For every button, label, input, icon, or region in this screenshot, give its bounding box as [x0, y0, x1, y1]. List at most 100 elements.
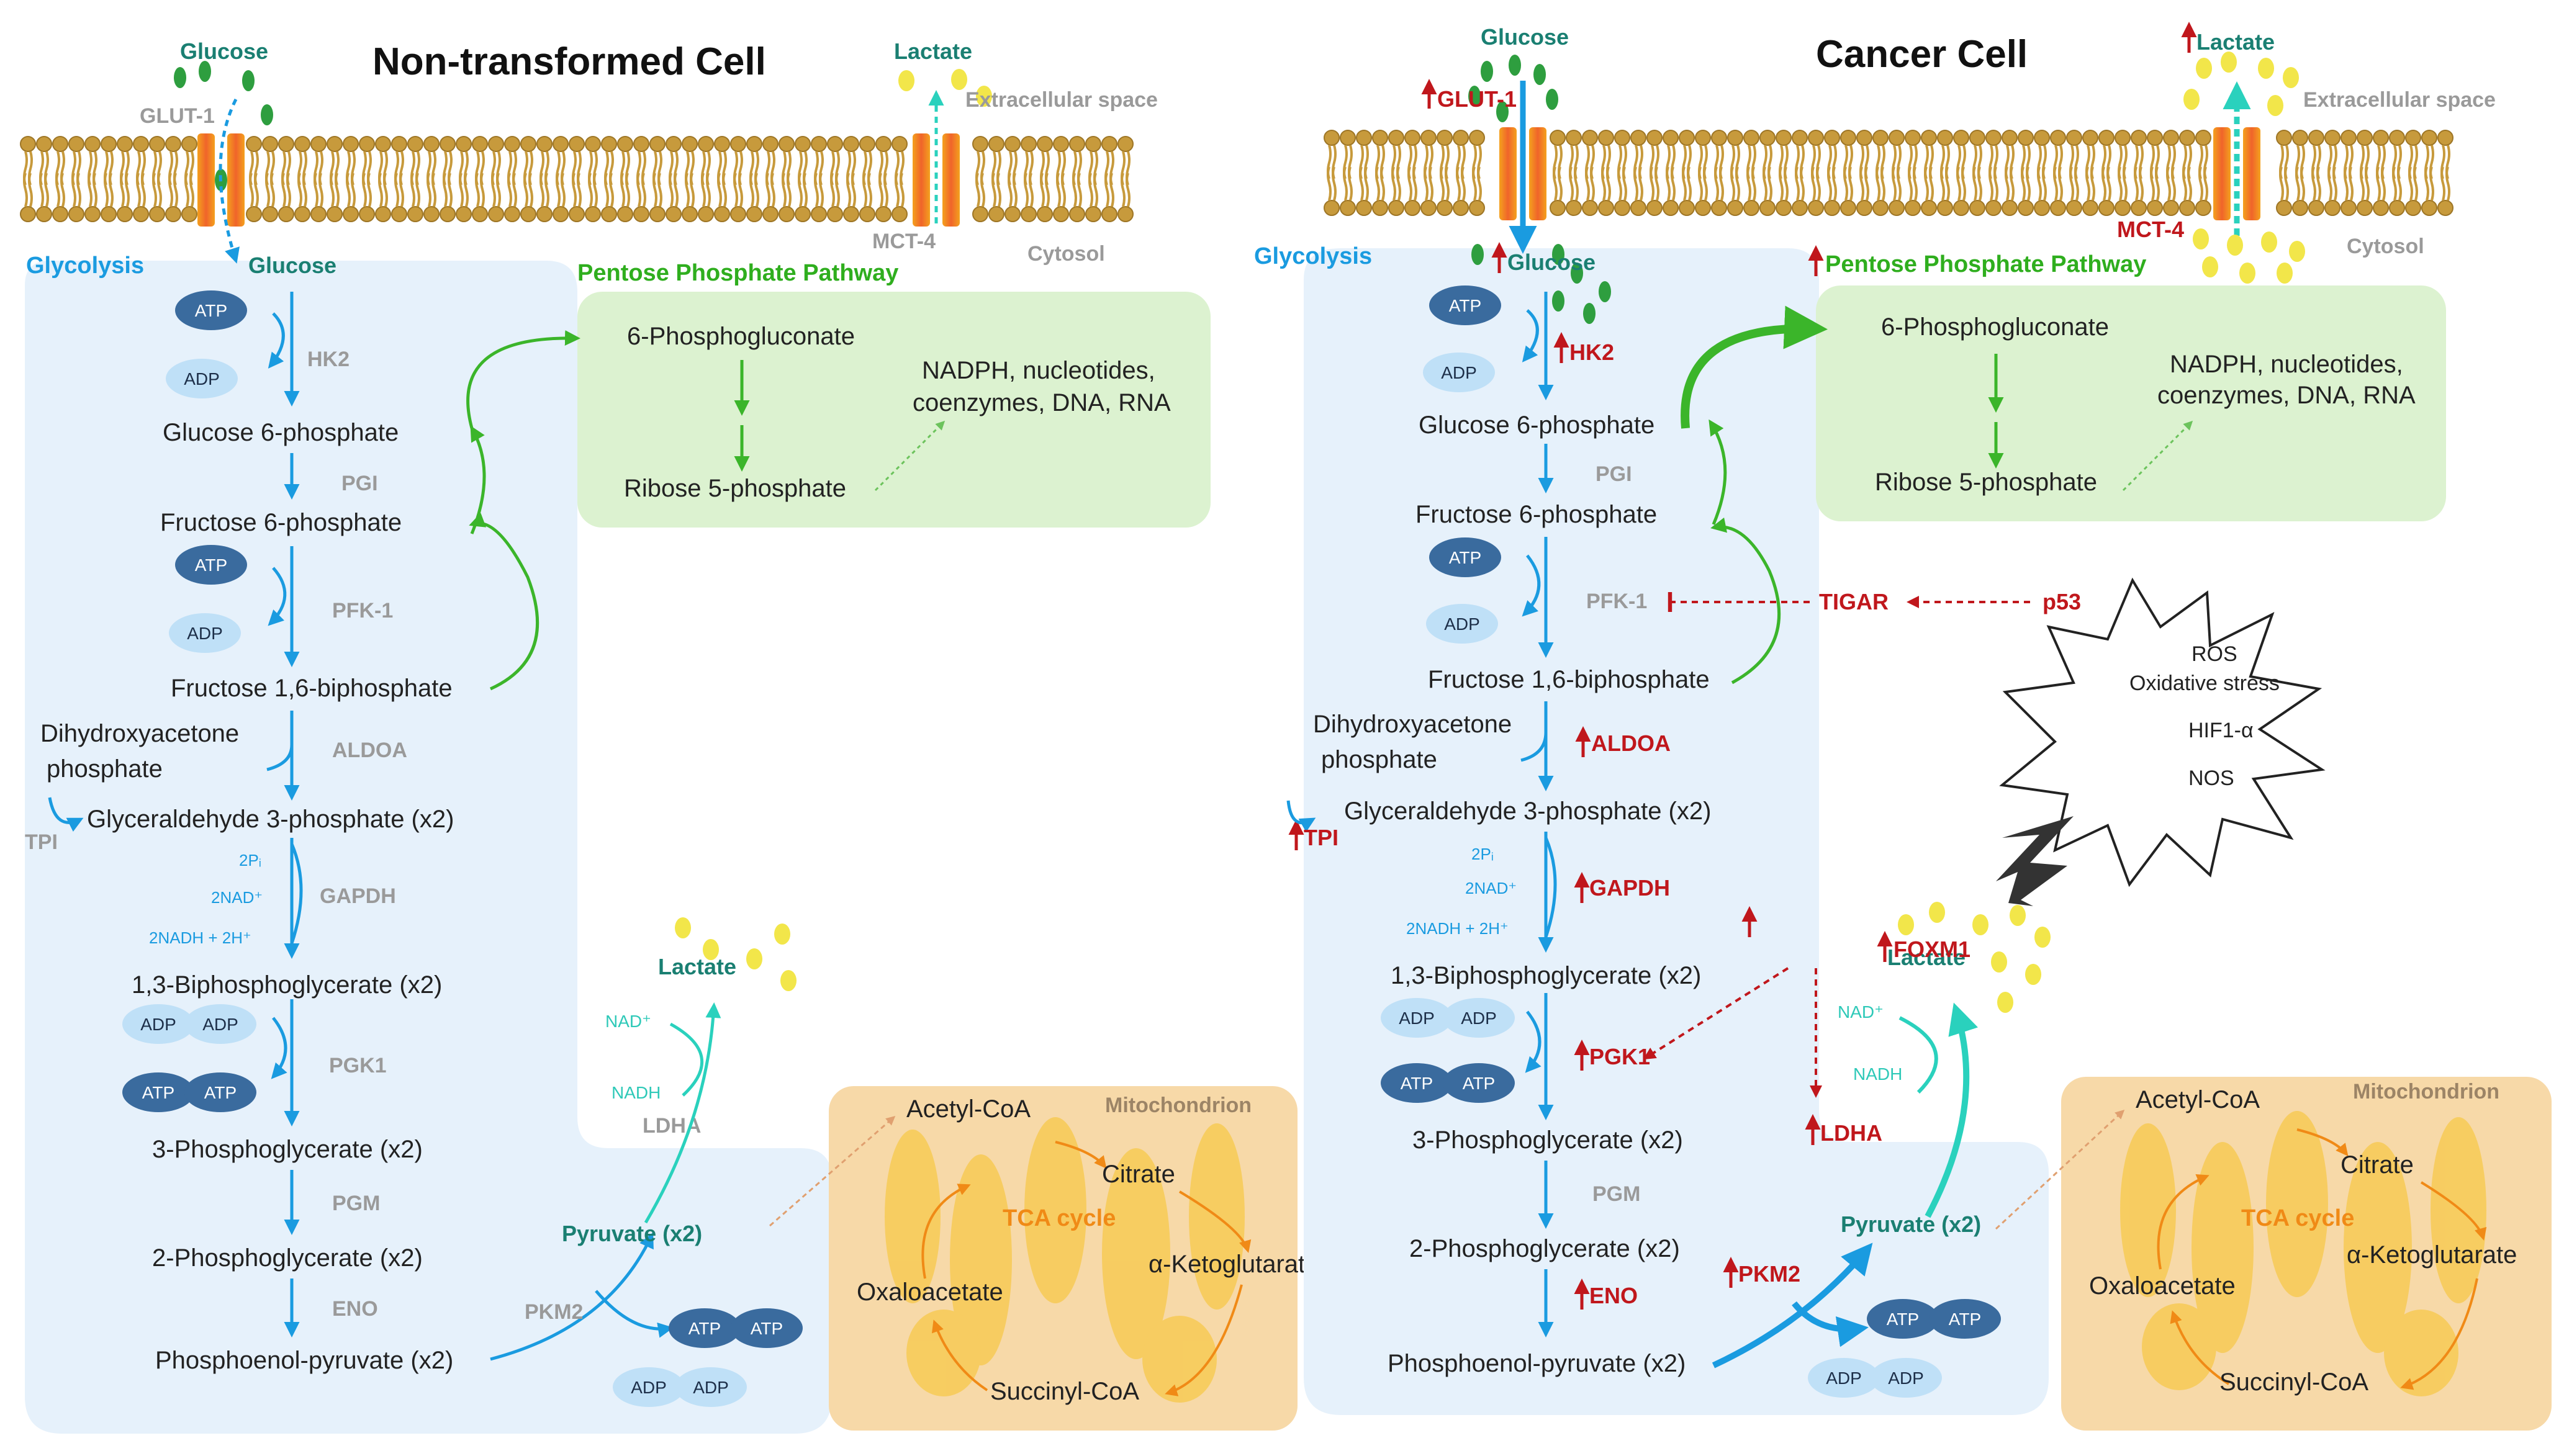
tca-akg: α-Ketoglutarate: [2347, 1241, 2517, 1269]
lipid-head: [762, 136, 779, 152]
lipid-head: [746, 206, 762, 222]
lipid-tail: [1440, 166, 1445, 201]
lipid-tail: [1617, 166, 1622, 201]
lipid-tail: [1024, 173, 1029, 207]
lipid-head: [1937, 130, 1953, 146]
pi-label: 2Pᵢ: [1471, 845, 1494, 863]
lipid-head: [165, 206, 181, 222]
lipid-tail: [878, 173, 883, 207]
lipid-head: [1969, 130, 1985, 146]
metabolite-pg3: 3-Phosphoglycerate (x2): [1412, 1126, 1683, 1154]
lipid-tail: [669, 173, 674, 207]
lipid-head: [2066, 130, 2082, 146]
lipid-head: [2389, 130, 2405, 146]
lipid-head: [2082, 130, 2098, 146]
enzyme-p53: p53: [2043, 589, 2081, 614]
adp-label: ADP: [187, 624, 223, 643]
lipid-tail: [2118, 166, 2123, 201]
lipid-head: [1905, 130, 1921, 146]
tca-acetyl-coa: Acetyl-CoA: [906, 1095, 1031, 1123]
lipid-tail: [1332, 166, 1337, 201]
lipid-head: [1582, 130, 1598, 146]
lipid-head: [682, 206, 698, 222]
lipid-tail: [314, 173, 318, 207]
lipid-tail: [1045, 173, 1050, 207]
lipid-head: [2373, 200, 2389, 216]
lipid-head: [972, 136, 988, 152]
lipid-tail: [1988, 166, 1993, 201]
lipid-tail: [2429, 166, 2434, 201]
ppp-compartment: [1816, 285, 2446, 521]
lipid-head: [407, 136, 423, 152]
enzyme-pgk1: PGK1: [329, 1054, 387, 1077]
lipid-tail: [2327, 166, 2332, 201]
adp-label: ADP: [1441, 363, 1477, 382]
lipid-head: [875, 206, 892, 222]
lactate-arrows: [1898, 1002, 1979, 1218]
lipid-tail: [1913, 166, 1918, 201]
glucose-molecules-outside: [1468, 55, 1558, 122]
lipid-tail: [1375, 166, 1380, 201]
enzyme-pgk1: PGK1: [1589, 1044, 1650, 1069]
lipid-tail: [1940, 166, 1945, 201]
lipid-tail: [1327, 166, 1332, 201]
lipid-tail: [1827, 166, 1832, 201]
lipid-head: [2437, 130, 2453, 146]
lipid-head: [1404, 130, 1420, 146]
lipid-head: [327, 206, 343, 222]
lipid-head: [20, 206, 36, 222]
lipid-tail: [351, 173, 356, 207]
lipid-head: [1598, 130, 1614, 146]
lipid-tail: [330, 173, 335, 207]
lipid-head: [2308, 200, 2324, 216]
lipid-head: [52, 136, 68, 152]
lipid-tail: [2360, 166, 2365, 201]
glycolysis-enzymes: HK2 PGI PFK-1 ALDOA TPI GAPDH PGK1 PGM E…: [1304, 339, 2081, 1308]
tca-cycle-label: TCA cycle: [1003, 1205, 1116, 1231]
lipid-head: [2082, 200, 2098, 216]
lipid-head: [714, 136, 730, 152]
lipid-tail: [2010, 166, 2015, 201]
lipid-head: [2357, 200, 2373, 216]
atp-label: ATP: [1463, 1074, 1495, 1093]
nadh-lactate-label: NADH: [612, 1083, 661, 1102]
lipid-head: [52, 206, 68, 222]
lipid-head: [2292, 200, 2308, 216]
lipid-head: [779, 206, 795, 222]
lipid-tail: [539, 173, 544, 207]
lipid-tail: [1029, 173, 1034, 207]
lipid-tail: [1429, 166, 1433, 201]
ppp-label: Pentose Phosphate Pathway: [577, 260, 898, 286]
lipid-head: [2066, 200, 2082, 216]
lipid-tail: [1348, 166, 1353, 201]
cytosol-label: Cytosol: [1027, 242, 1105, 266]
stress-oxidative: Oxidative stress: [2129, 672, 2280, 695]
lipid-head: [1372, 130, 1388, 146]
lipid-head: [1840, 200, 1856, 216]
lipid-head: [1808, 130, 1824, 146]
lipid-tail: [2053, 166, 2058, 201]
adp-label: ADP: [202, 1015, 238, 1034]
tca-cycle-arrows: [921, 1141, 1252, 1396]
lipid-tail: [1859, 166, 1864, 201]
lipid-tail: [459, 173, 464, 207]
lipid-head: [972, 206, 988, 222]
lipid-head: [1776, 130, 1792, 146]
lipid-tail: [152, 173, 157, 207]
lipid-tail: [782, 173, 787, 207]
lipid-tail: [652, 173, 657, 207]
lipid-tail: [2316, 166, 2321, 201]
tca-citrate: Citrate: [2341, 1151, 2414, 1179]
lipid-head: [2276, 130, 2292, 146]
lipid-head: [1324, 130, 1340, 146]
lipid-head: [1004, 136, 1021, 152]
lipid-tail: [770, 173, 775, 207]
lipid-head: [101, 136, 117, 152]
metabolite-pg2: 2-Phosphoglycerate (x2): [1409, 1235, 1680, 1262]
lipid-head: [1663, 200, 1679, 216]
lipid-head: [1953, 130, 1969, 146]
mct4-channel: [2213, 81, 2260, 236]
enzyme-aldoa: ALDOA: [332, 739, 407, 762]
lipid-head: [1372, 200, 1388, 216]
lipid-tail: [1703, 166, 1708, 201]
